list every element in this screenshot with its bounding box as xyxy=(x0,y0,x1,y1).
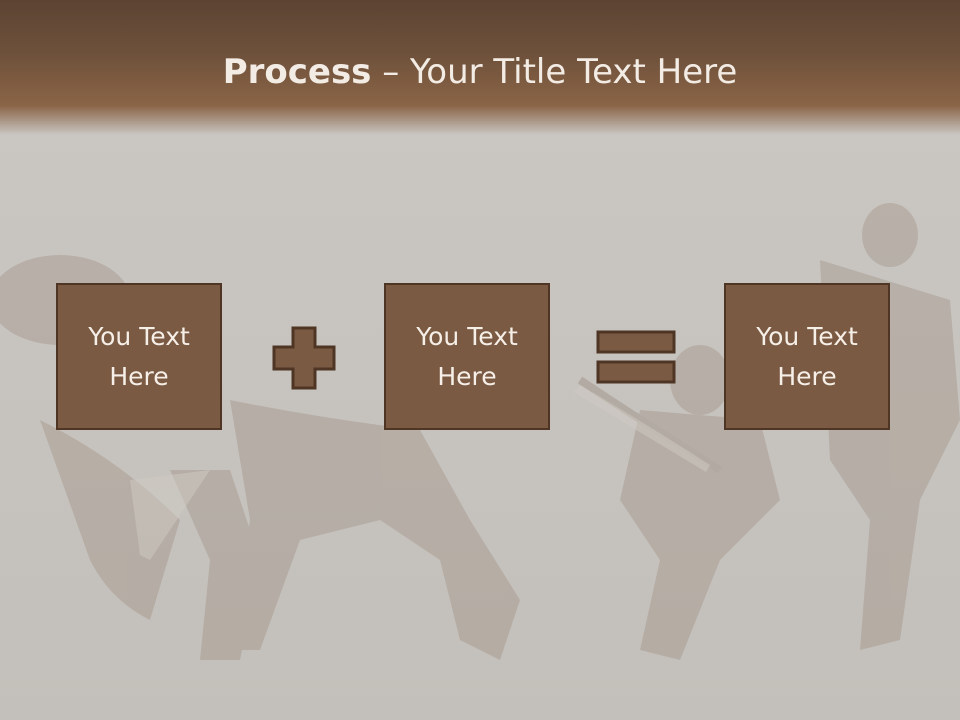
process-box-3-text: You Text Here xyxy=(756,321,858,391)
process-box-2[interactable]: You Text Here xyxy=(384,283,550,430)
title-rest: – Your Title Text Here xyxy=(371,52,738,92)
slide-title: Process – Your Title Text Here xyxy=(0,52,960,92)
process-box-2-text: You Text Here xyxy=(416,321,518,391)
plus-icon xyxy=(272,326,336,390)
process-box-1[interactable]: You Text Here xyxy=(56,283,222,430)
title-bold: Process xyxy=(222,52,372,92)
process-box-3[interactable]: You Text Here xyxy=(724,283,890,430)
equals-icon xyxy=(596,330,676,384)
header-band xyxy=(0,0,960,135)
process-box-1-text: You Text Here xyxy=(88,321,190,391)
